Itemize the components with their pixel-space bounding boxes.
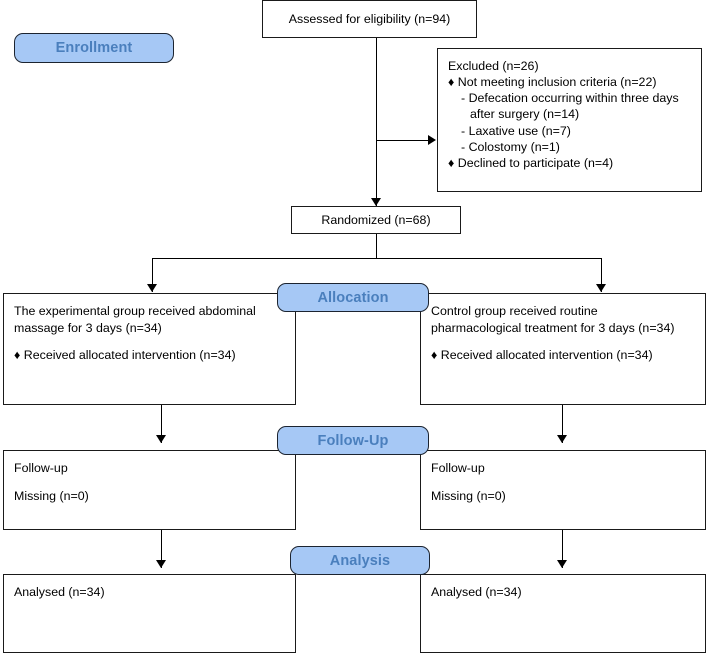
bullet-marker-icon: ♦ bbox=[448, 155, 455, 170]
arrowhead-followup-left bbox=[156, 435, 166, 443]
allocation-left-bullet: ♦ Received allocated intervention (n=34) bbox=[14, 347, 285, 364]
followup-left-line1: Follow-up bbox=[14, 461, 68, 475]
followup-right-line2: Missing (n=0) bbox=[431, 488, 506, 503]
dash-marker-icon: - bbox=[461, 91, 466, 106]
connector-allocation-to-followup-right bbox=[562, 405, 563, 443]
bullet-marker-icon: ♦ bbox=[14, 348, 21, 363]
connector-assessed-to-randomized bbox=[376, 38, 377, 206]
node-allocation-left: The experimental group received abdomina… bbox=[3, 293, 296, 405]
randomized-label: Randomized (n=68) bbox=[321, 212, 431, 227]
excluded-item-laxative: - Laxative use (n=7) bbox=[448, 123, 691, 139]
arrowhead-analysis-left bbox=[156, 560, 166, 568]
node-randomized: Randomized (n=68) bbox=[291, 206, 461, 234]
stage-label-enrollment-text: Enrollment bbox=[55, 40, 133, 56]
node-analysis-right: Analysed (n=34) bbox=[420, 574, 706, 653]
allocation-left-bullet-text: Received allocated intervention (n=34) bbox=[23, 348, 236, 363]
arrowhead-assessed-to-randomized bbox=[371, 198, 381, 206]
stage-label-followup: Follow-Up bbox=[277, 426, 429, 455]
excluded-item-declined: ♦ Declined to participate (n=4) bbox=[448, 155, 691, 171]
followup-left-line2: Missing (n=0) bbox=[14, 488, 89, 503]
connector-split-right-drop bbox=[601, 258, 602, 292]
allocation-right-line2: pharmacological treatment for 3 days (n=… bbox=[431, 320, 675, 335]
node-assessed-for-eligibility: Assessed for eligibility (n=94) bbox=[262, 0, 477, 38]
stage-label-followup-text: Follow-Up bbox=[317, 432, 389, 449]
excluded-item-not-meeting-criteria: ♦ Not meeting inclusion criteria (n=22) bbox=[448, 74, 691, 90]
stage-label-enrollment: Enrollment bbox=[14, 33, 174, 63]
connector-followup-to-analysis-right bbox=[562, 530, 563, 568]
bullet-marker-icon: ♦ bbox=[448, 75, 455, 90]
allocation-right-bullet: ♦ Received allocated intervention (n=34) bbox=[431, 347, 695, 364]
analysis-left-line1: Analysed (n=34) bbox=[14, 585, 105, 599]
node-excluded: Excluded (n=26) ♦ Not meeting inclusion … bbox=[437, 48, 702, 192]
connector-randomized-split-bar bbox=[152, 258, 602, 259]
excluded-item-3-text: Colostomy (n=1) bbox=[468, 139, 560, 154]
excluded-heading: Excluded (n=26) bbox=[448, 59, 539, 73]
dash-marker-icon: - bbox=[461, 123, 466, 138]
spacer bbox=[431, 477, 695, 488]
arrowhead-analysis-right bbox=[557, 560, 567, 568]
connector-followup-to-analysis-left bbox=[161, 530, 162, 568]
excluded-item-0-text: Not meeting inclusion criteria (n=22) bbox=[457, 75, 657, 90]
connector-randomized-down bbox=[376, 234, 377, 258]
followup-right-line1: Follow-up bbox=[431, 461, 485, 475]
connector-split-left-drop bbox=[152, 258, 153, 292]
analysis-right-line1: Analysed (n=34) bbox=[431, 585, 522, 599]
assessed-label: Assessed for eligibility (n=94) bbox=[288, 11, 451, 26]
excluded-item-2-text: Laxative use (n=7) bbox=[468, 123, 571, 138]
excluded-item-1-text: Defecation occurring within three days a… bbox=[468, 91, 679, 122]
stage-label-analysis: Analysis bbox=[290, 546, 430, 575]
arrowhead-allocation-right bbox=[596, 284, 606, 292]
stage-label-allocation-text: Allocation bbox=[317, 289, 389, 306]
stage-label-allocation: Allocation bbox=[277, 283, 429, 312]
arrowhead-followup-right bbox=[557, 435, 567, 443]
spacer bbox=[14, 336, 285, 347]
bullet-marker-icon: ♦ bbox=[431, 348, 438, 363]
node-followup-right: Follow-up Missing (n=0) bbox=[420, 450, 706, 530]
node-allocation-right: Control group received routine pharmacol… bbox=[420, 293, 706, 405]
spacer bbox=[14, 477, 285, 488]
connector-allocation-to-followup-left bbox=[161, 405, 162, 443]
stage-label-analysis-text: Analysis bbox=[329, 552, 391, 569]
allocation-right-line1: Control group received routine bbox=[431, 304, 598, 318]
arrowhead-allocation-left bbox=[147, 284, 157, 292]
node-followup-left: Follow-up Missing (n=0) bbox=[3, 450, 296, 530]
dash-marker-icon: - bbox=[461, 139, 466, 154]
allocation-left-line2: massage for 3 days (n=34) bbox=[14, 320, 162, 335]
spacer bbox=[431, 336, 695, 347]
connector-trunk-to-excluded bbox=[376, 140, 433, 141]
excluded-item-colostomy: - Colostomy (n=1) bbox=[448, 139, 691, 155]
allocation-right-bullet-text: Received allocated intervention (n=34) bbox=[440, 348, 653, 363]
excluded-item-4-text: Declined to participate (n=4) bbox=[457, 155, 614, 170]
node-analysis-left: Analysed (n=34) bbox=[3, 574, 296, 653]
excluded-item-defecation: - Defecation occurring within three days… bbox=[448, 90, 691, 122]
arrowhead-trunk-to-excluded bbox=[428, 135, 436, 145]
allocation-left-line1: The experimental group received abdomina… bbox=[14, 304, 256, 318]
